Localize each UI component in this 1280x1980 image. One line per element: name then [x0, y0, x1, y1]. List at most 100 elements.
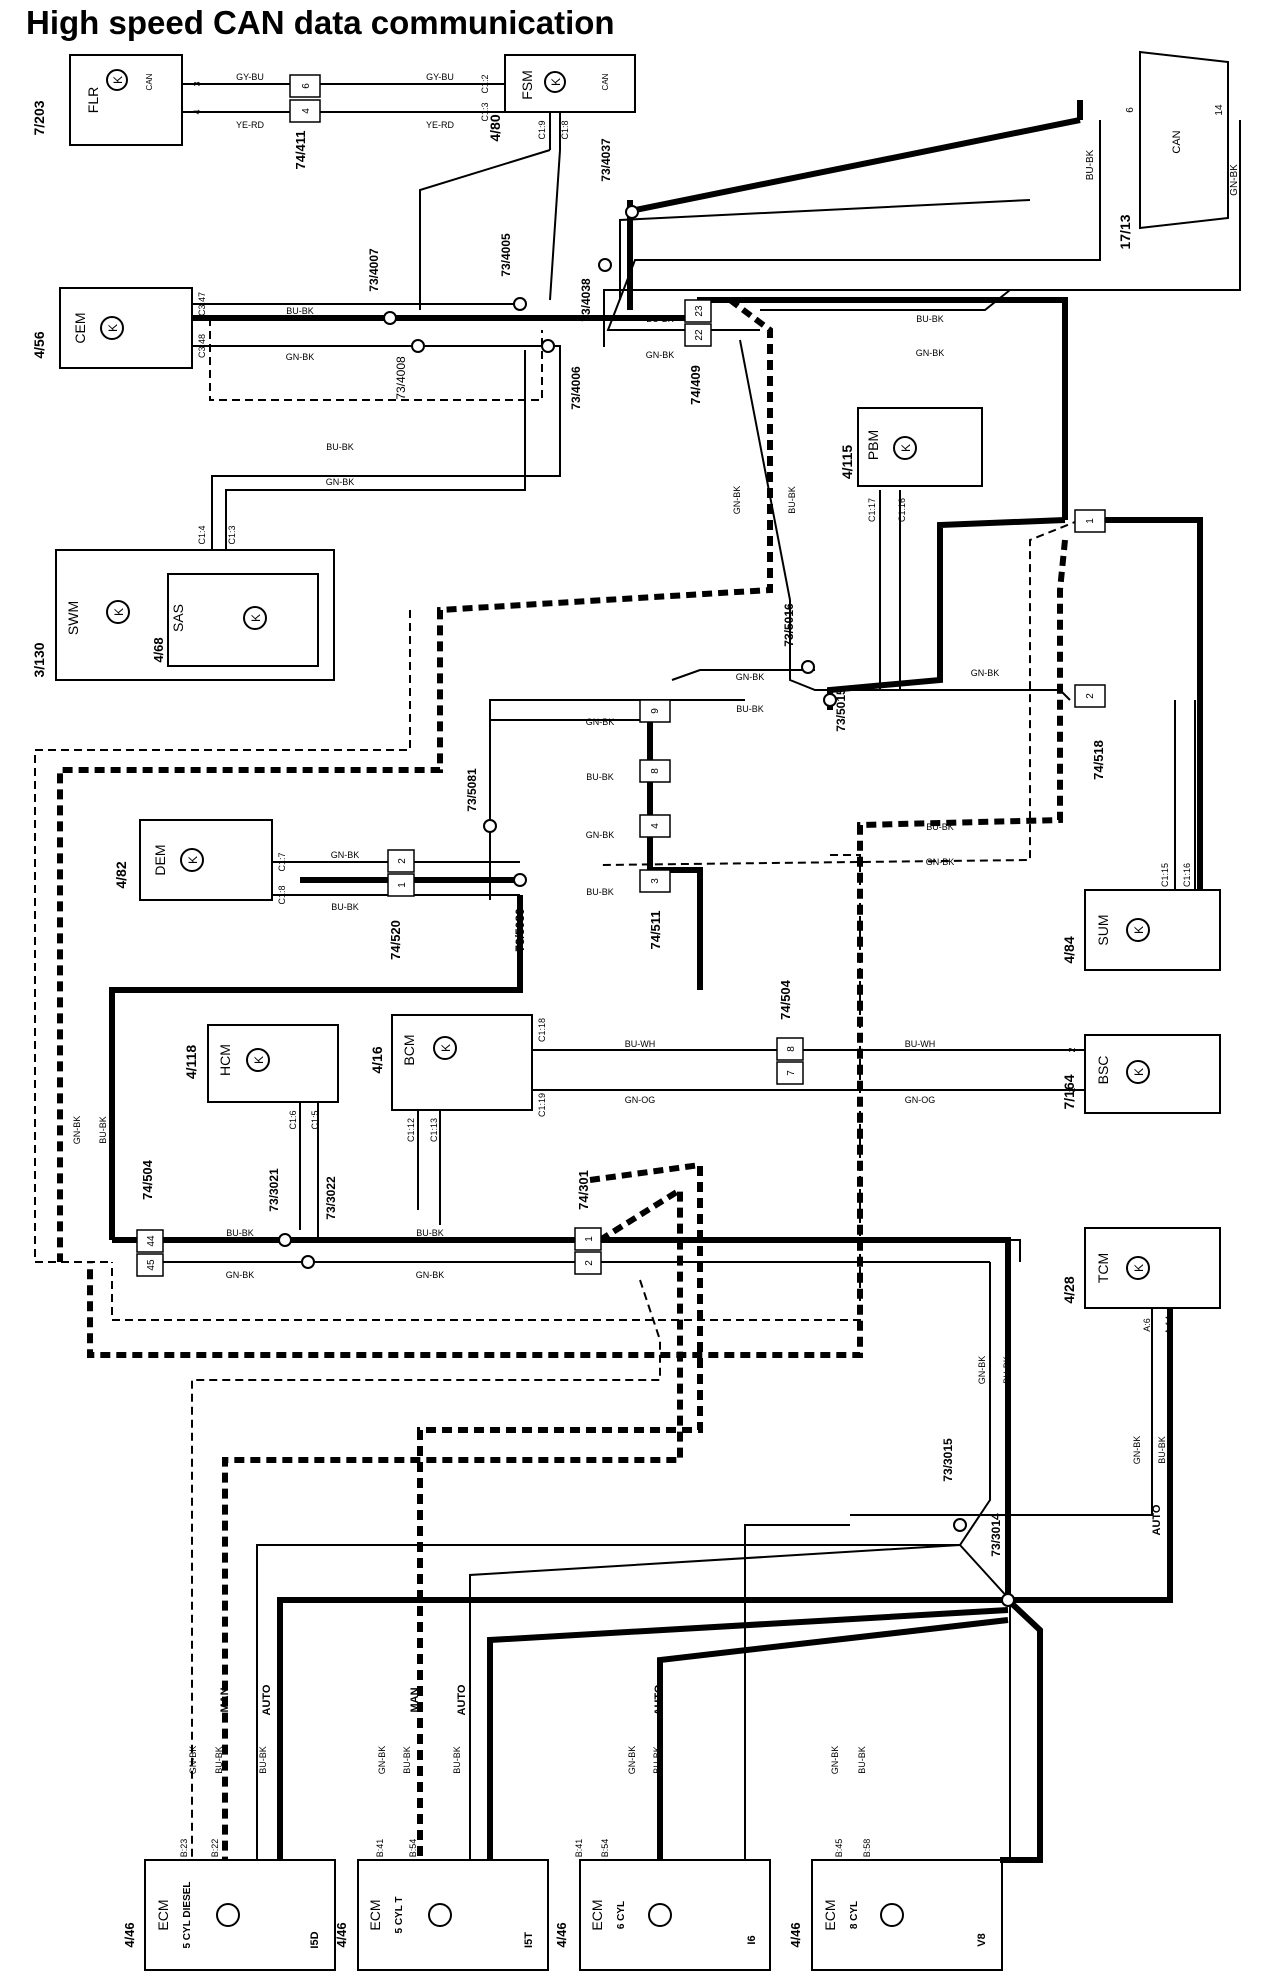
module-symbol-icon — [880, 1903, 904, 1927]
svg-text:BU-BK: BU-BK — [586, 887, 614, 897]
module-dem: DEM K 4/82 — [113, 819, 273, 901]
svg-text:73/5081: 73/5081 — [465, 768, 479, 812]
connector-74-511-pin-8: 8 — [650, 768, 661, 774]
module-flr-k: K — [111, 76, 125, 84]
svg-text:C1:5: C1:5 — [310, 1110, 320, 1129]
module-bcm-ref: 4/16 — [369, 1046, 385, 1073]
module-sum: SUM K 4/84 — [1061, 889, 1221, 971]
module-cem: CEM K 4/56 — [31, 287, 193, 369]
splice-73-3021: 73/3021 — [267, 1168, 292, 1247]
module-swm-name: SWM — [65, 601, 81, 635]
pin-labels: 3 4 C1:2 C1:3 C1:9 C1:8 C3:47 C3:48 C1:4… — [179, 74, 1192, 1857]
svg-text:BU-BK: BU-BK — [857, 1746, 867, 1774]
ecm-i5t-ref: 4/46 — [334, 1922, 349, 1947]
splice-73-3022: 73/3022 — [301, 1176, 338, 1269]
module-symbol-icon — [246, 1048, 270, 1072]
svg-text:C3:47: C3:47 — [197, 292, 207, 316]
connector-74-409-ref: 74/409 — [688, 365, 703, 405]
module-flr-ref: 7/203 — [31, 100, 47, 135]
module-flr-can: CAN — [145, 73, 154, 90]
connector-74-411-ref: 74/411 — [293, 130, 308, 169]
connector-74-518: 1 2 74/518 — [1074, 509, 1106, 780]
splice-73-5080: 73/5080 — [513, 873, 527, 952]
module-flr: FLR K CAN 7/203 — [31, 54, 183, 146]
module-bsc-ref: 7/164 — [1061, 1074, 1077, 1109]
svg-text:B:54: B:54 — [408, 1839, 418, 1858]
svg-text:GN-BK: GN-BK — [646, 350, 675, 360]
ecm-i5d-ref: 4/46 — [122, 1922, 137, 1947]
connector-74-409: 23 22 74/409 — [684, 299, 712, 405]
module-bcm-k: K — [439, 1044, 453, 1052]
module-fsm-k: K — [549, 78, 563, 86]
svg-text:73/4008: 73/4008 — [394, 356, 408, 400]
module-symbol-icon — [106, 600, 130, 624]
svg-text:BU-BK: BU-BK — [926, 822, 954, 832]
module-symbol-icon — [893, 436, 917, 460]
connector-74-301-pin-b: 2 — [584, 1260, 595, 1266]
ecm-v8-variant: 8 CYL — [849, 1901, 860, 1929]
connector-74-301: 1 2 74/301 — [574, 1170, 602, 1275]
connector-74-520-pin-a: 2 — [397, 858, 408, 864]
splice-73-4006: 73/4006 — [541, 339, 583, 410]
svg-text:BU-BK: BU-BK — [1157, 1436, 1167, 1464]
splice-73-5016: 73/5016 — [782, 603, 815, 674]
ecm-i6-variant: 6 CYL — [616, 1901, 627, 1929]
svg-text:73/3015: 73/3015 — [941, 1438, 955, 1482]
ecm-i6-ref: 4/46 — [554, 1922, 569, 1947]
svg-text:C1:8: C1:8 — [560, 120, 570, 139]
svg-text:C1:3: C1:3 — [480, 102, 490, 121]
ecm-v8: ECM 8 CYL V8 4/46 — [788, 1859, 1003, 1971]
svg-text:BU-BK: BU-BK — [787, 486, 797, 514]
svg-text:C1:6: C1:6 — [288, 1110, 298, 1129]
svg-text:AUTO: AUTO — [456, 1684, 468, 1715]
svg-text:BU-BK: BU-BK — [1002, 1356, 1012, 1384]
ecm-i5d-name: ECM — [155, 1899, 171, 1930]
ecm-i5d: ECM 5 CYL DIESEL I5D 4/46 — [122, 1859, 336, 1971]
connector-74-504-bsc-ref: 74/504 — [778, 979, 793, 1020]
svg-text:C1:13: C1:13 — [429, 1118, 439, 1142]
svg-text:73/5080: 73/5080 — [513, 908, 527, 952]
svg-text:B:41: B:41 — [574, 1839, 584, 1858]
dlc-connector: CAN 6 14 17/13 BU-BK GN-BK — [1085, 50, 1240, 250]
svg-text:BU-BK: BU-BK — [646, 314, 674, 324]
module-hcm-ref: 4/118 — [183, 1045, 199, 1079]
connector-74-504-pin-a: 44 — [146, 1235, 157, 1247]
module-sas-name: SAS — [170, 604, 186, 632]
svg-text:73/4037: 73/4037 — [599, 138, 613, 182]
svg-text:B:23: B:23 — [179, 1839, 189, 1858]
module-flr-name: FLR — [85, 87, 101, 113]
page-title: High speed CAN data communication — [26, 4, 615, 41]
module-fsm-name: FSM — [519, 70, 535, 100]
module-fsm-can: CAN — [601, 73, 610, 90]
module-tcm: TCM K 4/28 — [1061, 1227, 1221, 1309]
svg-text:MAN: MAN — [409, 1687, 421, 1712]
connector-74-520: 2 1 74/520 — [387, 849, 415, 960]
module-sum-name: SUM — [1095, 914, 1111, 945]
svg-text:73/4007: 73/4007 — [367, 248, 381, 292]
ecm-i5t-variant: 5 CYL T — [394, 1896, 405, 1933]
module-pbm-k: K — [899, 444, 913, 452]
connector-74-504: 44 45 74/504 — [136, 1159, 164, 1277]
svg-text:C1:16: C1:16 — [897, 498, 907, 522]
ecm-i5t: ECM 5 CYL T I5T 4/46 — [334, 1859, 549, 1971]
module-cem-name: CEM — [72, 312, 88, 343]
svg-text:C1:9: C1:9 — [537, 120, 547, 139]
module-bsc-k: K — [1132, 1068, 1146, 1076]
module-swm: SWM K SAS K 4/68 3/130 — [31, 549, 335, 681]
connector-74-504-pin-b: 45 — [146, 1259, 157, 1271]
module-bsc: BSC K 7/164 — [1061, 1034, 1221, 1114]
svg-text:GN-BK: GN-BK — [977, 1356, 987, 1385]
svg-text:B:45: B:45 — [834, 1839, 844, 1858]
svg-text:73/3022: 73/3022 — [324, 1176, 338, 1220]
svg-text:GY-BU: GY-BU — [236, 72, 264, 82]
svg-text:C1:17: C1:17 — [867, 498, 877, 522]
module-symbol-icon — [1126, 1060, 1150, 1084]
svg-text:C1:3: C1:3 — [227, 525, 237, 544]
module-fsm: FSM K CAN 4/80 — [487, 54, 636, 142]
svg-text:GN-BK: GN-BK — [736, 672, 765, 682]
svg-text:GN-BK: GN-BK — [286, 352, 315, 362]
svg-text:1: 1 — [1067, 1087, 1077, 1092]
svg-text:73/3021: 73/3021 — [267, 1168, 281, 1212]
module-symbol-icon — [648, 1903, 672, 1927]
svg-text:73/4006: 73/4006 — [569, 366, 583, 410]
